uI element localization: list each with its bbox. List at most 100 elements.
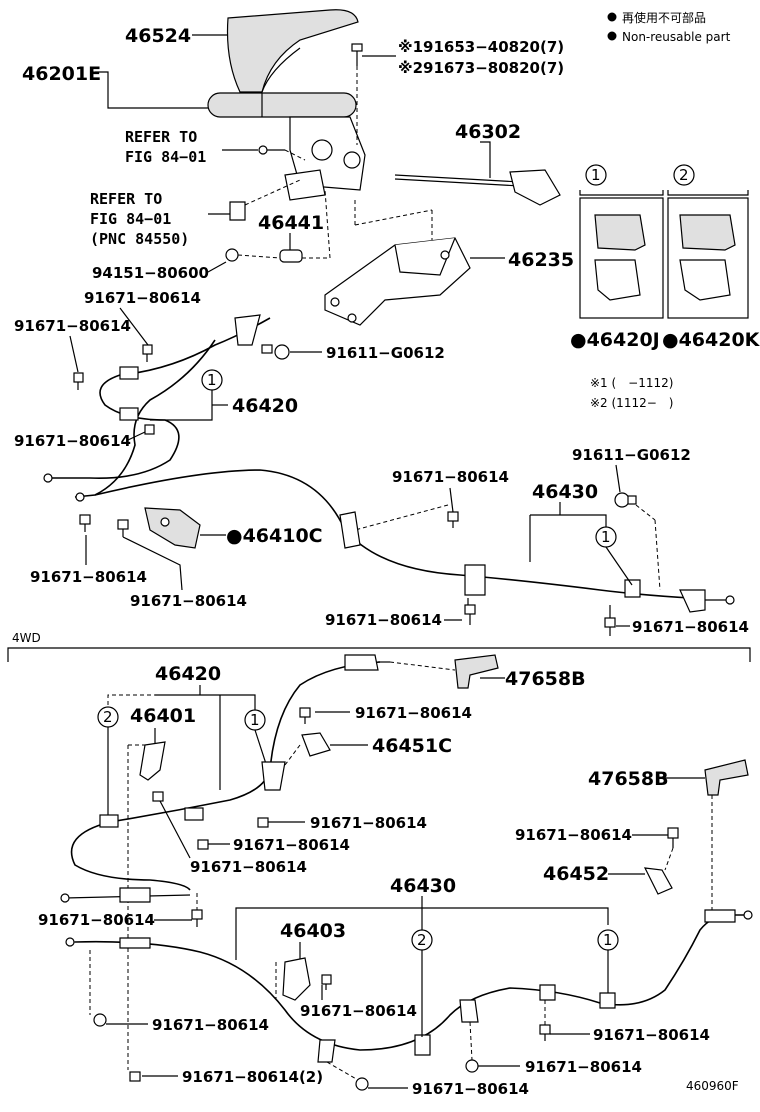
callout-1-number: 1	[591, 166, 601, 184]
section-4wd-bracket	[7, 647, 751, 662]
bolt-91671-label-a: 91671−80614	[84, 289, 201, 307]
bolt-91611-label-b: 91611−G0612	[572, 446, 691, 464]
parking-lever-part	[207, 92, 357, 118]
bolt-91671-label-f: 91671−80614	[130, 592, 247, 610]
bolt-91673-label: ※291673−80820(7)	[398, 59, 564, 77]
cable-bracket-46403	[282, 957, 311, 1001]
rear-cable-46430-4wd	[74, 914, 745, 1051]
bolt-91671-4wd-label-b: 91671−80614	[310, 814, 427, 832]
bolt-icon	[142, 344, 153, 362]
bolt-91671-4wd-label-g: 91671−80614	[300, 1002, 417, 1020]
rear-cable-46420-4wd	[70, 661, 381, 891]
callout-1-number: 1	[603, 931, 613, 949]
lower-section-4wd: 46420 2 46401 1 47658B 91671−80614	[38, 654, 753, 1098]
inset-46420K-box	[667, 197, 749, 319]
bolt-icon	[257, 817, 269, 828]
callout-1-number: 1	[250, 711, 260, 729]
equalizer-part	[509, 169, 561, 206]
bolt-91671-label-g: 91671−80614	[325, 611, 442, 629]
inset-46420J-box	[579, 197, 664, 319]
callout-2-number: 2	[417, 931, 427, 949]
bracket-46452	[643, 867, 673, 895]
clamp-part	[594, 214, 646, 251]
bolt-91611-label-a: 91611−G0612	[326, 344, 445, 362]
screw-icon	[258, 145, 285, 155]
cable-bracket-46410C	[144, 507, 201, 549]
callout-2-icon	[673, 164, 695, 186]
bolt-91671-4wd-label-i: 91671−80614	[525, 1058, 642, 1076]
bolt-91671-4wd-label-h: 91671−80614	[593, 1026, 710, 1044]
variant-2-note: ※2 (1112− )	[590, 396, 673, 410]
upper-section: 46524 46201E ※191653−40820(7) ※291673−80…	[14, 9, 760, 636]
part-46524-label: 46524	[125, 25, 191, 47]
bolt-91671-4wd-label-e: 91671−80614	[515, 826, 632, 844]
bolt-91671-4wd-label-f: 91671−80614	[38, 911, 155, 929]
callout-1-number: 1	[207, 371, 217, 389]
bolt-91671-label-b: 91671−80614	[14, 317, 131, 335]
bolt-icon	[614, 492, 637, 508]
refer-fig-2-line2: FIG 84−01	[90, 210, 171, 228]
bolt-icon	[79, 514, 91, 532]
bolt-icon	[197, 839, 209, 850]
bolt-icon	[152, 791, 164, 802]
refer-fig-2-line1: REFER TO	[90, 190, 162, 208]
part-46430-4wd-label: 46430	[390, 875, 456, 897]
bolt-91671-label-d: 91671−80614	[392, 468, 509, 486]
bolt-icon	[355, 1077, 369, 1091]
bolt-91671-4wd-label-a: 91671−80614	[355, 704, 472, 722]
non-reusable-dot-icon	[607, 31, 617, 41]
bolt-91671-4wd-label-d: 91671−80614	[190, 858, 307, 876]
bracket-46451C	[301, 732, 331, 757]
bolt-91671-label-h: 91671−80614	[632, 618, 749, 636]
refer-fig-2-line3: (PNC 84550)	[90, 230, 189, 248]
bolt-91671-label-c: 91671−80614	[14, 432, 131, 450]
part-46420J-label: ●46420J	[570, 329, 660, 351]
part-47658B-label-a: 47658B	[505, 668, 586, 690]
part-46302-label: 46302	[455, 121, 521, 143]
bolt-icon	[191, 909, 203, 927]
bolt-icon	[321, 974, 332, 990]
bolt-91653-label: ※191653−40820(7)	[398, 38, 564, 56]
legend: 再使用不可部品 Non-reusable part	[607, 10, 731, 44]
nut-icon	[225, 248, 239, 262]
legend-jp: 再使用不可部品	[622, 10, 706, 25]
bracket-47658B-b	[704, 759, 749, 796]
rear-cable-46420	[45, 317, 271, 479]
bolt-icon	[144, 424, 155, 435]
rear-cable-46430	[94, 469, 691, 599]
part-46403-label: 46403	[280, 920, 346, 942]
pin-part	[279, 249, 303, 263]
part-94151-label: 94151−80600	[92, 264, 209, 282]
bolt-icon	[299, 707, 311, 724]
bolt-icon	[447, 511, 459, 528]
bracket-47658B-a	[454, 654, 499, 689]
bolt-91671-4wd-label-c: 91671−80614	[233, 836, 350, 854]
bolt-icon	[464, 604, 476, 625]
bolt-icon	[129, 1071, 141, 1082]
bolt-icon	[667, 827, 679, 848]
part-46452-label: 46452	[543, 863, 609, 885]
bracket-part	[229, 201, 246, 221]
callout-2-number: 2	[103, 708, 113, 726]
bolt-icon	[465, 1059, 479, 1073]
callout-2-number: 2	[679, 166, 689, 184]
legend-en: Non-reusable part	[622, 30, 731, 44]
part-46201E-label: 46201E	[22, 63, 101, 85]
part-46451C-label: 46451C	[372, 735, 452, 757]
part-46420K-label: ●46420K	[662, 329, 760, 351]
non-reusable-dot-icon	[607, 12, 617, 22]
bolt-icon	[93, 1013, 107, 1027]
lever-cover-part	[226, 9, 359, 93]
bolt-91671-4wd-label-k: 91671−80614(2)	[182, 1068, 323, 1086]
part-46401-label: 46401	[130, 705, 196, 727]
figure-code: 460960F	[686, 1079, 739, 1093]
part-47658B-label-b: 47658B	[588, 768, 669, 790]
variant-1-note: ※1 ( −1112)	[590, 376, 673, 390]
refer-fig-1-line1: REFER TO	[125, 128, 197, 146]
bolt-icon	[73, 372, 84, 390]
bolt-icon	[351, 43, 363, 66]
bolt-91671-4wd-label-j: 91671−80614	[152, 1016, 269, 1034]
bolt-icon	[117, 519, 129, 537]
part-46420-4wd-label: 46420	[155, 663, 221, 685]
